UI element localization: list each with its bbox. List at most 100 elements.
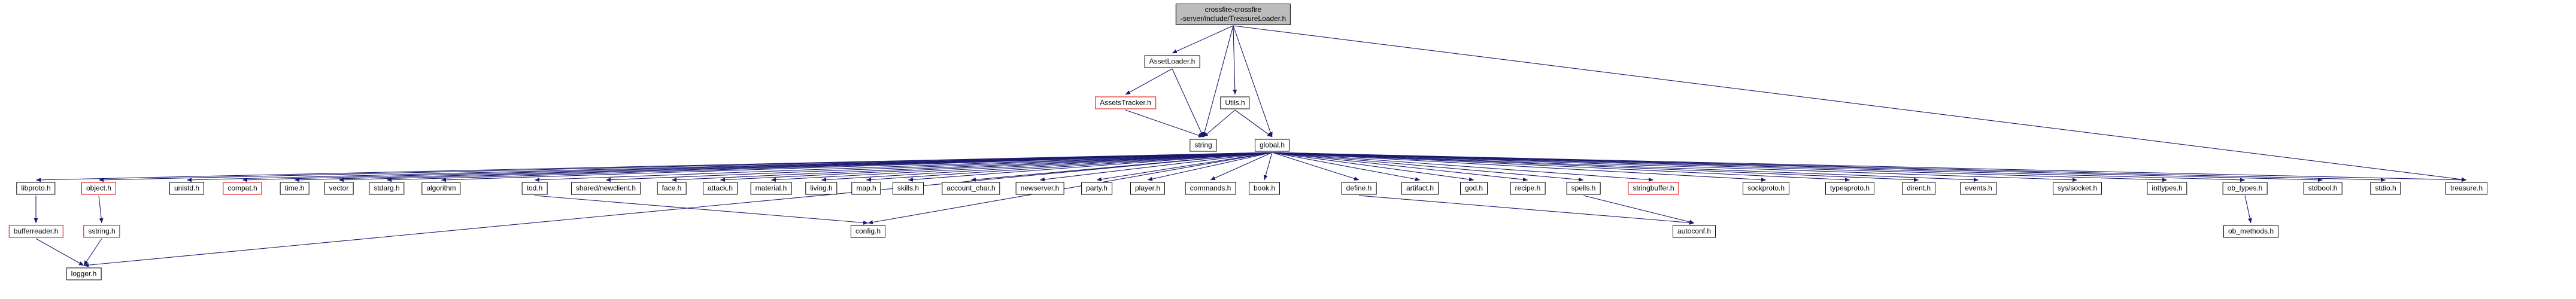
graph-node-material-h[interactable]: material.h	[750, 182, 792, 195]
graph-node-skills-h[interactable]: skills.h	[892, 182, 924, 195]
graph-node-treasure-h[interactable]: treasure.h	[2445, 182, 2488, 195]
edge-global-h--material-h	[770, 152, 1273, 182]
edge-global-h--book-h	[1263, 152, 1273, 181]
graph-node-autoconf-h[interactable]: autoconf.h	[1672, 225, 1716, 238]
edge-object-h--sstring-h	[98, 195, 104, 224]
graph-node-unistd-h[interactable]: unistd.h	[169, 182, 205, 195]
edge-treasureloader-h--assetloader-h	[1172, 25, 1234, 54]
graph-node-god-h[interactable]: god.h	[1460, 182, 1488, 195]
edge-assetloader-h--string	[1172, 68, 1204, 138]
graph-node-typesproto-h[interactable]: typesproto.h	[1825, 182, 1875, 195]
edge-utils-h--string	[1203, 109, 1236, 138]
graph-node-assetstracker-h[interactable]: AssetsTracker.h	[1095, 96, 1156, 109]
graph-node-map-h[interactable]: map.h	[851, 182, 881, 195]
graph-node-stringbuffer-h[interactable]: stringbuffer.h	[1628, 182, 1679, 195]
graph-node-libproto-h[interactable]: libproto.h	[16, 182, 56, 195]
graph-node-sockproto-h[interactable]: sockproto.h	[1742, 182, 1790, 195]
edge-global-h--account-char-h	[970, 152, 1273, 182]
edge-global-h--time-h	[294, 152, 1273, 182]
graph-node-global-h[interactable]: global.h	[1254, 139, 1290, 152]
graph-node-bufferreader-h[interactable]: bufferreader.h	[8, 225, 63, 238]
graph-node-party-h[interactable]: party.h	[1081, 182, 1112, 195]
graph-node-living-h[interactable]: living.h	[805, 182, 838, 195]
edge-global-h--spells-h	[1272, 152, 1584, 182]
graph-node-vector[interactable]: vector	[324, 182, 354, 195]
edge-global-h--stdarg-h	[386, 152, 1273, 182]
edge-global-h--artifact-h	[1272, 152, 1421, 181]
edge-spells-h--autoconf-h	[1583, 195, 1695, 224]
graph-node-stdio-h[interactable]: stdio.h	[2370, 182, 2401, 195]
graph-node-stdbool-h[interactable]: stdbool.h	[2303, 182, 2343, 195]
edge-global-h--stdio-h	[1272, 152, 2386, 182]
edge-global-h--newserver-h	[1039, 152, 1273, 182]
graph-node-events-h[interactable]: events.h	[1960, 182, 1997, 195]
graph-node-sys-socket-h[interactable]: sys/socket.h	[2052, 182, 2102, 195]
edge-treasureloader-h--global-h	[1233, 25, 1273, 138]
graph-node-object-h[interactable]: object.h	[81, 182, 117, 195]
graph-node-time-h[interactable]: time.h	[280, 182, 310, 195]
edge-global-h--god-h	[1272, 152, 1474, 182]
edge-assetloader-h--assetstracker-h	[1125, 68, 1173, 95]
edge-sstring-h--logger-h	[83, 238, 102, 266]
graph-node-recipe-h[interactable]: recipe.h	[1510, 182, 1546, 195]
graph-node-ob-types-h[interactable]: ob_types.h	[2222, 182, 2268, 195]
graph-node-logger-h[interactable]: logger.h	[66, 267, 102, 280]
edge-global-h--define-h	[1272, 152, 1360, 181]
edge-global-h--ob-types-h	[1272, 152, 2246, 182]
graph-node-assetloader-h[interactable]: AssetLoader.h	[1144, 55, 1200, 68]
edge-bufferreader-h--logger-h	[35, 238, 84, 266]
graph-node-dirent-h[interactable]: dirent.h	[1901, 182, 1936, 195]
edge-treasureloader-h--utils-h	[1233, 25, 1237, 95]
edge-global-h--commands-h	[1210, 152, 1273, 181]
edge-treasureloader-h--treasure-h	[1233, 25, 2467, 182]
edge-global-h--inttypes-h	[1272, 152, 2168, 182]
edge-global-h--living-h	[821, 152, 1273, 182]
edge-ob-types-h--ob-methods-h	[2244, 195, 2252, 224]
edge-global-h--tod-h	[534, 152, 1273, 182]
edge-global-h--player-h	[1147, 152, 1273, 181]
graph-node-algorithm[interactable]: algorithm	[421, 182, 461, 195]
edge-assetstracker-h--string	[1125, 109, 1204, 138]
edge-global-h--object-h	[98, 152, 1273, 182]
graph-node-attack-h[interactable]: attack.h	[702, 182, 738, 195]
edge-global-h--dirent-h	[1272, 152, 1919, 182]
graph-node-sstring-h[interactable]: sstring.h	[83, 225, 120, 238]
edge-global-h--logger-h	[83, 152, 1273, 267]
edge-global-h--map-h	[866, 152, 1273, 182]
edge-global-h--party-h	[1096, 152, 1273, 182]
graph-node-utils-h[interactable]: Utils.h	[1220, 96, 1250, 109]
edge-global-h--sys-socket-h	[1272, 152, 2078, 182]
edge-global-h--typesproto-h	[1272, 152, 1850, 182]
graph-node-ob-methods-h[interactable]: ob_methods.h	[2223, 225, 2279, 238]
graph-node-define-h[interactable]: define.h	[1341, 182, 1377, 195]
graph-node-account-char-h[interactable]: account_char.h	[942, 182, 1000, 195]
graph-node-compat-h[interactable]: compat.h	[223, 182, 262, 195]
graph-node-newserver-h[interactable]: newserver.h	[1015, 182, 1064, 195]
edge-global-h--libproto-h	[35, 152, 1273, 182]
graph-node-config-h[interactable]: config.h	[850, 225, 886, 238]
graph-node-book-h[interactable]: book.h	[1248, 182, 1281, 195]
edge-utils-h--global-h	[1234, 109, 1273, 138]
graph-node-commands-h[interactable]: commands.h	[1185, 182, 1236, 195]
graph-node-string[interactable]: string	[1190, 139, 1217, 152]
graph-node-player-h[interactable]: player.h	[1130, 182, 1166, 195]
edge-global-h--events-h	[1272, 152, 1979, 182]
edge-global-h--stdbool-h	[1272, 152, 2323, 182]
edge-global-h--skills-h	[908, 152, 1273, 182]
graph-node-shared-newclient-h[interactable]: shared/newclient.h	[571, 182, 641, 195]
graph-node-spells-h[interactable]: spells.h	[1566, 182, 1601, 195]
edge-define-h--autoconf-h	[1358, 195, 1695, 225]
edge-global-h--unistd-h	[186, 152, 1273, 182]
edge-tod-h--config-h	[534, 195, 869, 225]
edge-global-h--stringbuffer-h	[1272, 152, 1654, 182]
graph-node-stdarg-h[interactable]: stdarg.h	[369, 182, 405, 195]
edge-global-h--face-h	[671, 152, 1273, 182]
graph-node-inttypes-h[interactable]: inttypes.h	[2147, 182, 2187, 195]
edge-global-h--shared-newclient-h	[605, 152, 1273, 182]
edge-global-h--vector	[338, 152, 1273, 182]
graph-node-tod-h[interactable]: tod.h	[521, 182, 548, 195]
edge-global-h--sockproto-h	[1272, 152, 1767, 182]
graph-node-face-h[interactable]: face.h	[657, 182, 687, 195]
graph-node-artifact-h[interactable]: artifact.h	[1401, 182, 1439, 195]
